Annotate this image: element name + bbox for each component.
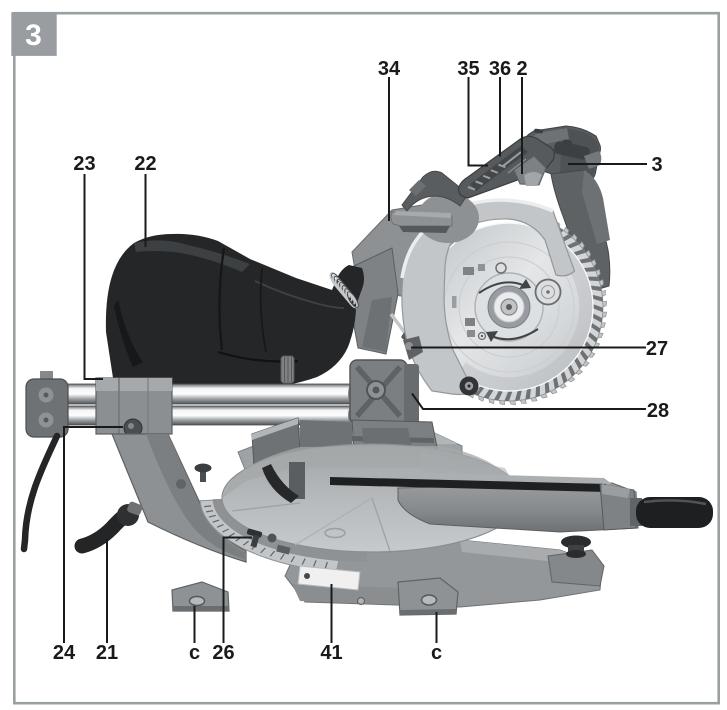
- svg-text:36: 36: [489, 58, 511, 80]
- svg-text:23: 23: [73, 153, 95, 175]
- svg-text:c: c: [189, 642, 200, 664]
- svg-text:27: 27: [646, 338, 668, 360]
- svg-text:2: 2: [516, 58, 527, 80]
- svg-text:3: 3: [25, 19, 42, 52]
- svg-text:21: 21: [96, 642, 118, 664]
- svg-text:26: 26: [212, 642, 234, 664]
- svg-text:3: 3: [651, 154, 662, 176]
- svg-text:28: 28: [647, 400, 669, 422]
- svg-text:41: 41: [320, 642, 342, 664]
- svg-text:34: 34: [378, 58, 401, 80]
- svg-text:24: 24: [53, 642, 76, 664]
- svg-text:22: 22: [134, 153, 156, 175]
- svg-text:35: 35: [457, 58, 479, 80]
- svg-text:c: c: [431, 642, 442, 664]
